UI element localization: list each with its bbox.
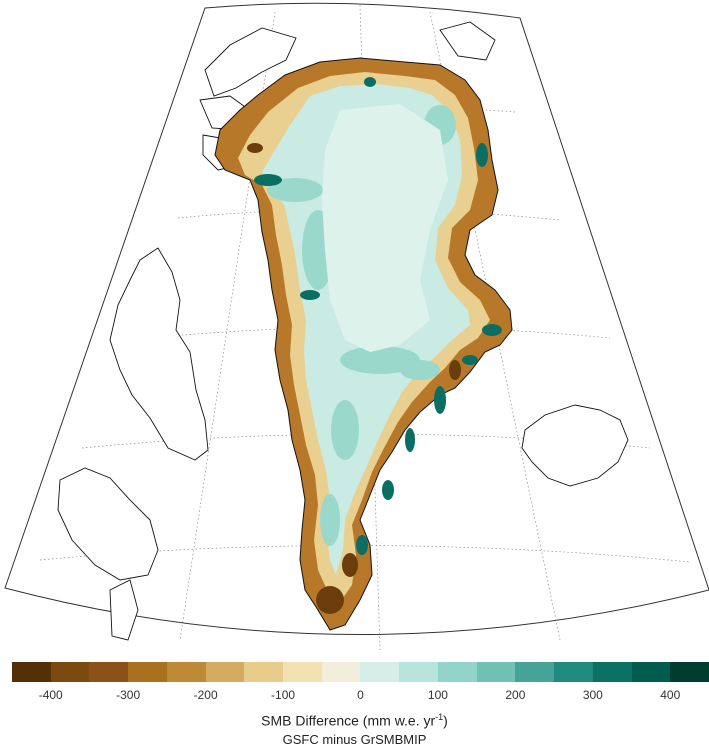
pale-interior	[322, 104, 448, 352]
colorbar-title: SMB Difference (mm w.e. yr-1)	[0, 712, 709, 729]
colorbar-tick-label: 0	[357, 688, 364, 702]
colorbar-title-close: )	[443, 712, 448, 729]
colorbar-swatch	[631, 662, 671, 682]
coastlines	[57, 21, 629, 641]
colorbar-swatch	[283, 662, 322, 682]
polar-stereographic-map	[4, 2, 709, 651]
colorbar-swatch	[515, 662, 555, 682]
colorbar-swatch	[670, 662, 709, 682]
colorbar-swatch	[476, 662, 516, 682]
colorbar-tick-label: 200	[505, 688, 526, 702]
colorbar-ticks: -400 -300 -200 -100 0 100 200 300 400	[12, 684, 709, 708]
colorbar-swatch	[205, 662, 245, 682]
colorbar	[12, 662, 709, 682]
greenland	[214, 57, 513, 631]
colorbar-swatch	[554, 662, 593, 682]
colorbar-swatch	[437, 662, 477, 682]
colorbar-title-text: SMB Difference (mm w.e. yr	[261, 712, 436, 729]
colorbar-tick-label: -400	[38, 688, 63, 702]
colorbar-tick-label: -200	[193, 688, 218, 702]
iceland	[521, 404, 629, 487]
colorbar-swatch	[399, 662, 438, 682]
colorbar-tick-label: -100	[271, 688, 296, 702]
dark-teal-accents	[254, 77, 502, 555]
colorbar-tick-label: 400	[660, 688, 681, 702]
colorbar-tick-label: -300	[116, 688, 141, 702]
colorbar-swatch	[592, 662, 632, 682]
colorbar-swatch	[166, 662, 206, 682]
colorbar-tick-label: 300	[582, 688, 603, 702]
colorbar-swatch	[128, 662, 167, 682]
colorbar-swatch	[50, 662, 90, 682]
colorbar-title-exponent: -1	[435, 712, 444, 722]
dark-brown-accents	[247, 143, 461, 614]
subtitle: GSFC minus GrSMBMIP	[282, 732, 427, 747]
colorbar-swatch	[321, 662, 361, 682]
colorbar-swatch	[244, 662, 284, 682]
colorbar-swatch	[360, 662, 400, 682]
colorbar-tick-label: 100	[427, 688, 448, 702]
colorbar-swatch	[89, 662, 129, 682]
colorbar-swatch	[12, 662, 51, 682]
